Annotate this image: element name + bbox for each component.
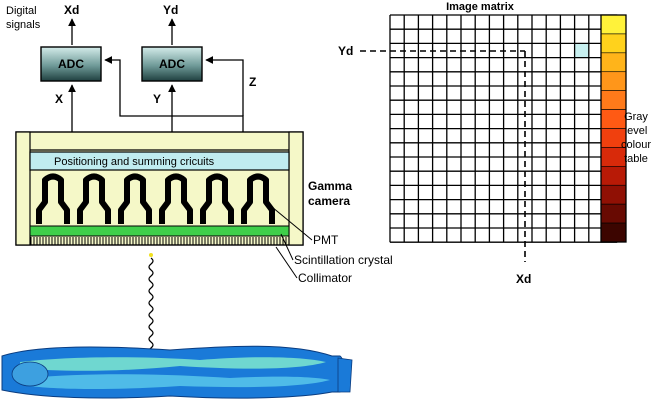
y-signal-label: Y — [153, 92, 161, 106]
collimator-leader — [275, 246, 298, 279]
pmt-tube — [200, 173, 234, 224]
camera-left-wall — [15, 131, 31, 246]
pmt-tube — [159, 173, 193, 224]
pmt-tube — [118, 173, 152, 224]
adc-box-left — [40, 46, 102, 82]
colour-swatch — [600, 52, 627, 73]
colour-swatch — [600, 203, 627, 224]
colour-swatch — [600, 222, 627, 243]
crystal-leader — [280, 233, 294, 261]
gamma-camera-label: Gamma — [308, 179, 352, 193]
colour-swatch — [600, 14, 627, 35]
colour-table — [600, 14, 627, 243]
adc-label-left: ADC — [58, 57, 84, 71]
adc-label-right: ADC — [159, 57, 185, 71]
colour-swatch — [600, 166, 627, 186]
xd-matrix-label: Xd — [516, 272, 531, 286]
positioning-label: Positioning and summing cricuits — [54, 156, 215, 168]
patient-body — [1, 345, 353, 399]
colour-table-label-1: Gray — [624, 111, 648, 123]
pmt-tube — [77, 173, 111, 224]
pmt-row — [36, 173, 275, 224]
xd-output-label: Xd — [64, 3, 79, 17]
image-matrix-grid — [389, 14, 618, 243]
colour-table-label-4: table — [624, 153, 648, 165]
digital-signals-label: Digital — [6, 5, 37, 17]
pmt-tube — [36, 173, 70, 224]
colour-table-label-2: level — [625, 125, 648, 137]
digital-signals-label-2: signals — [6, 19, 41, 31]
colour-swatch — [600, 109, 627, 129]
image-matrix-title: Image matrix — [446, 1, 515, 13]
crystal-label: Scintillation crystal — [294, 253, 393, 267]
photon-entry-dot — [149, 253, 153, 257]
colour-table-border — [600, 14, 627, 243]
z-to-left-adc — [104, 56, 244, 132]
collimator — [30, 237, 287, 245]
colour-swatch — [600, 33, 627, 54]
scintillation-crystal — [29, 225, 290, 237]
camera-right-wall — [288, 131, 304, 246]
colour-swatch — [600, 184, 627, 205]
gamma-camera-label-2: camera — [308, 194, 350, 208]
pmt-label: PMT — [313, 233, 339, 247]
highlighted-pixel — [574, 43, 589, 58]
positioning-circuits — [29, 151, 290, 171]
z-signal-label: Z — [249, 75, 256, 89]
collimator-label: Collimator — [298, 271, 352, 285]
colour-swatch — [600, 71, 627, 91]
pmt-leader — [271, 206, 313, 241]
pmt-tube — [241, 173, 275, 224]
yd-matrix-label: Yd — [338, 44, 353, 58]
colour-table-label-3: colour — [621, 139, 651, 151]
colour-swatch — [600, 90, 627, 110]
adc-box-right — [141, 46, 203, 82]
x-signal-label: X — [55, 92, 63, 106]
yd-output-label: Yd — [163, 3, 178, 17]
z-to-right-adc — [205, 56, 244, 116]
